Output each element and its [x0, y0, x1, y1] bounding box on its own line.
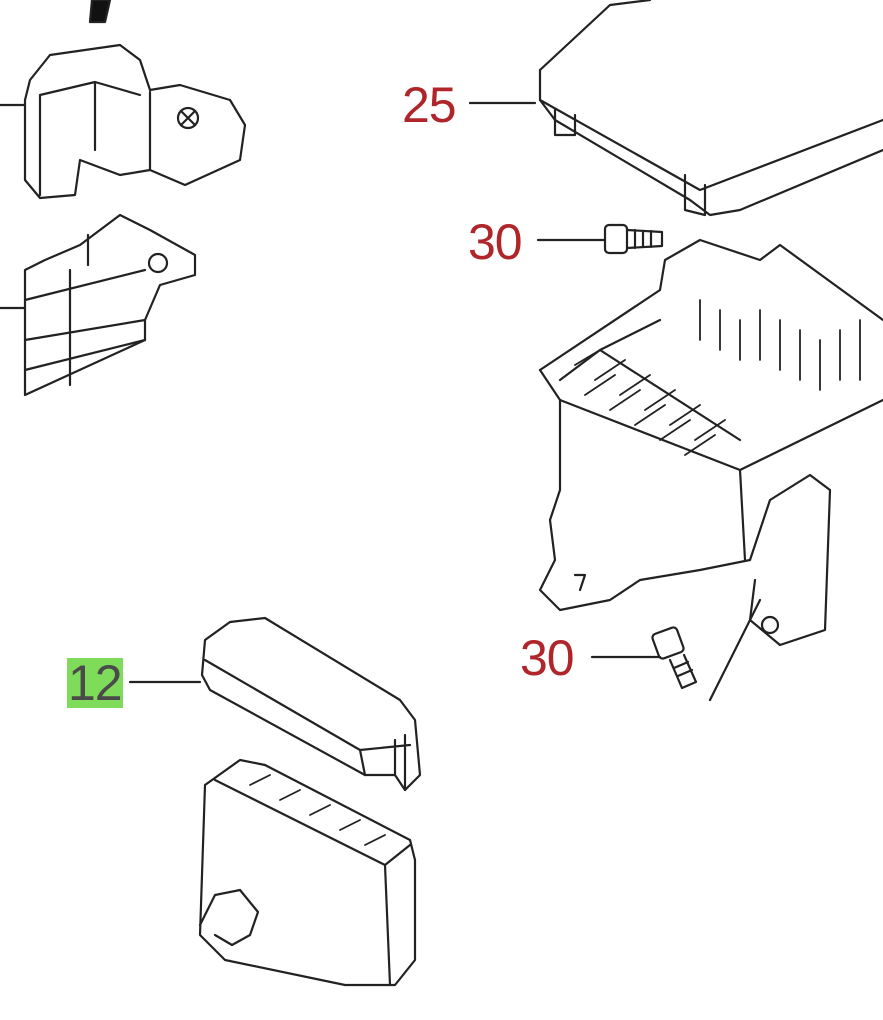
fuse-holder-part: [0, 213, 197, 397]
callout-25[interactable]: 25: [402, 77, 457, 133]
fuse-box-part: [538, 238, 883, 647]
relay-bracket-part: [0, 0, 247, 200]
bolt-lower-part: [590, 598, 762, 702]
callout-30-upper[interactable]: 30: [468, 214, 523, 270]
small-fuse-block-part: [198, 758, 417, 987]
callout-12-highlighted[interactable]: 12: [67, 655, 123, 711]
callout-30-lower[interactable]: 30: [520, 630, 575, 686]
bolt-upper-part: [536, 223, 664, 255]
fuse-box-cover-part: [468, 0, 883, 217]
small-cover-part: [128, 616, 422, 792]
